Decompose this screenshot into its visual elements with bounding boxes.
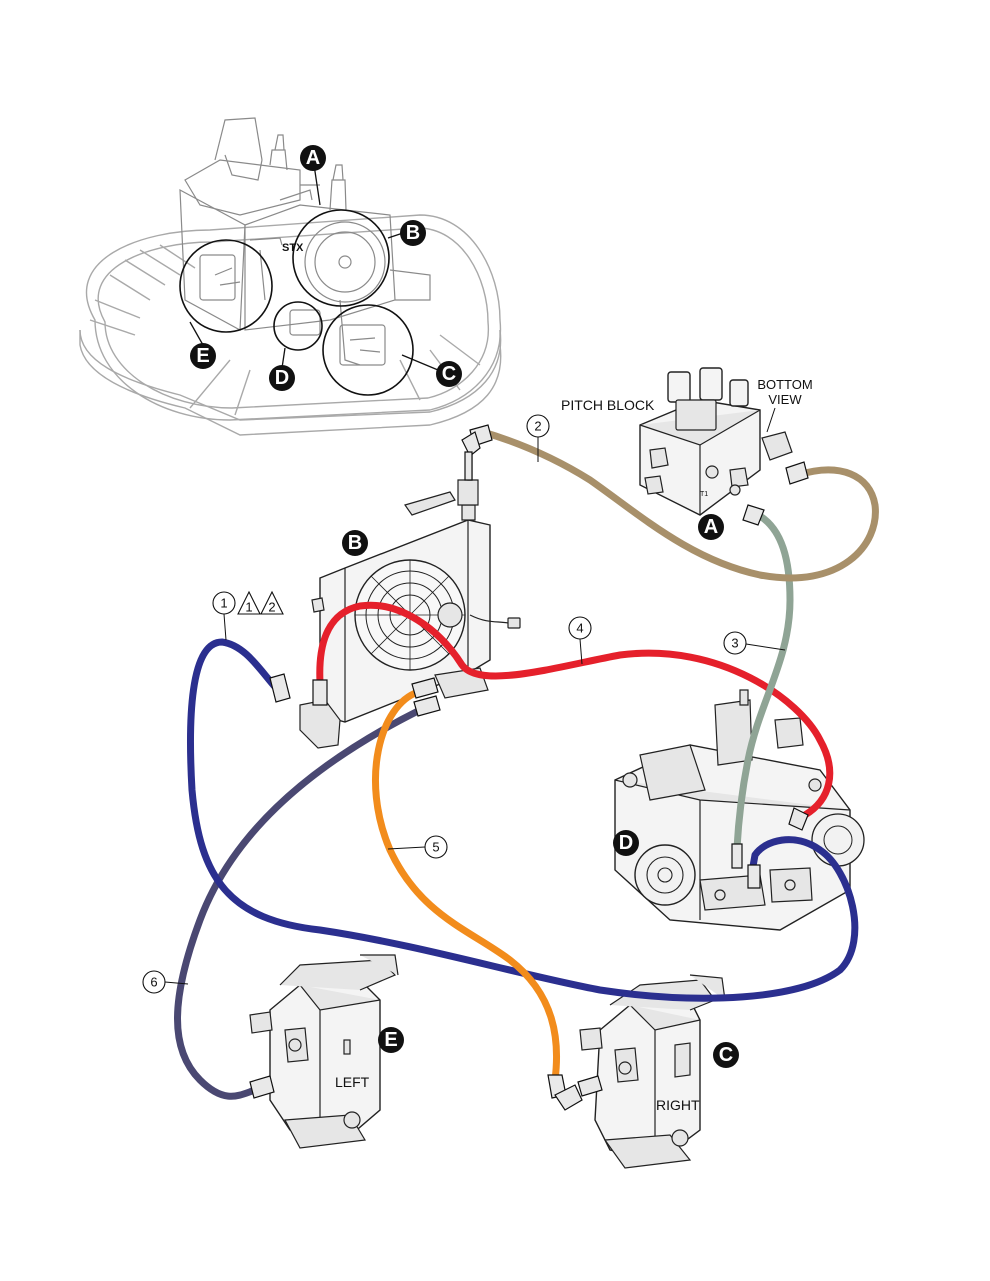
left-label: LEFT [335,1074,370,1090]
port-t1-label: T1 [700,491,708,498]
callout-d: D [613,830,639,856]
hose-5 [372,688,561,1084]
svg-text:B: B [348,532,362,554]
right-label: RIGHT [656,1097,700,1113]
note-flag-2: 2 [260,590,284,615]
machine-overview: STX [79,117,502,436]
svg-text:B: B [406,222,420,244]
hose-2 [479,428,879,582]
callout-c-overview: C [436,361,462,387]
overview-callouts: A B E D C [190,145,462,391]
svg-text:C: C [719,1044,733,1066]
bottom-view-label-line1: BOTTOM [757,377,812,392]
svg-text:5: 5 [432,840,439,855]
hose-6 [174,706,424,1100]
callout-e-overview: E [190,343,216,369]
hose-callout-6: 6 [142,970,166,994]
detail-circle-e [179,239,273,333]
hose-callout-2: 2 [526,414,550,438]
callout-c: C [713,1042,739,1068]
right-gearbox-motor: RIGHT [579,974,726,1169]
svg-text:D: D [619,832,633,854]
callout-b-overview: B [400,220,426,246]
bottom-view-label-line2: VIEW [768,392,802,407]
hose-1 [186,638,859,1002]
svg-text:D: D [275,367,289,389]
svg-text:A: A [306,147,320,169]
svg-text:E: E [196,345,209,367]
svg-text:A: A [704,516,718,538]
svg-text:1: 1 [220,596,227,611]
note-flag-1: 1 [237,590,261,615]
callout-a: A [698,514,724,540]
callout-e: E [378,1027,404,1053]
detail-circle-d [273,301,323,351]
pitch-block-valve: T1 [639,367,793,516]
detail-circle-c [322,304,414,396]
svg-text:1: 1 [245,600,252,615]
left-gearbox-motor: LEFT [249,954,399,1149]
hose-3 [733,512,794,852]
oil-cooler-fan [299,454,521,749]
machine-badge: STX [282,242,304,254]
hose-4 [316,601,834,819]
callout-b: B [342,530,368,556]
svg-text:3: 3 [731,636,738,651]
svg-text:C: C [442,363,456,385]
hose-callout-3: 3 [723,631,747,655]
svg-text:2: 2 [534,419,541,434]
hoses [174,428,879,1100]
callout-a-overview: A [300,145,326,171]
svg-text:6: 6 [150,975,157,990]
hose-callout-4: 4 [568,616,592,640]
callout-d-overview: D [269,365,295,391]
svg-text:4: 4 [576,621,583,636]
detail-circle-b [292,209,390,307]
hose-callout-5: 5 [424,835,448,859]
pitch-block-label: PITCH BLOCK [561,397,655,413]
hose-fittings [249,424,809,1111]
svg-text:2: 2 [268,600,275,615]
svg-text:E: E [384,1029,397,1051]
hose-callout-1: 1 [212,591,236,615]
hose-callouts: 1 1 2 2 3 4 5 [142,414,786,994]
